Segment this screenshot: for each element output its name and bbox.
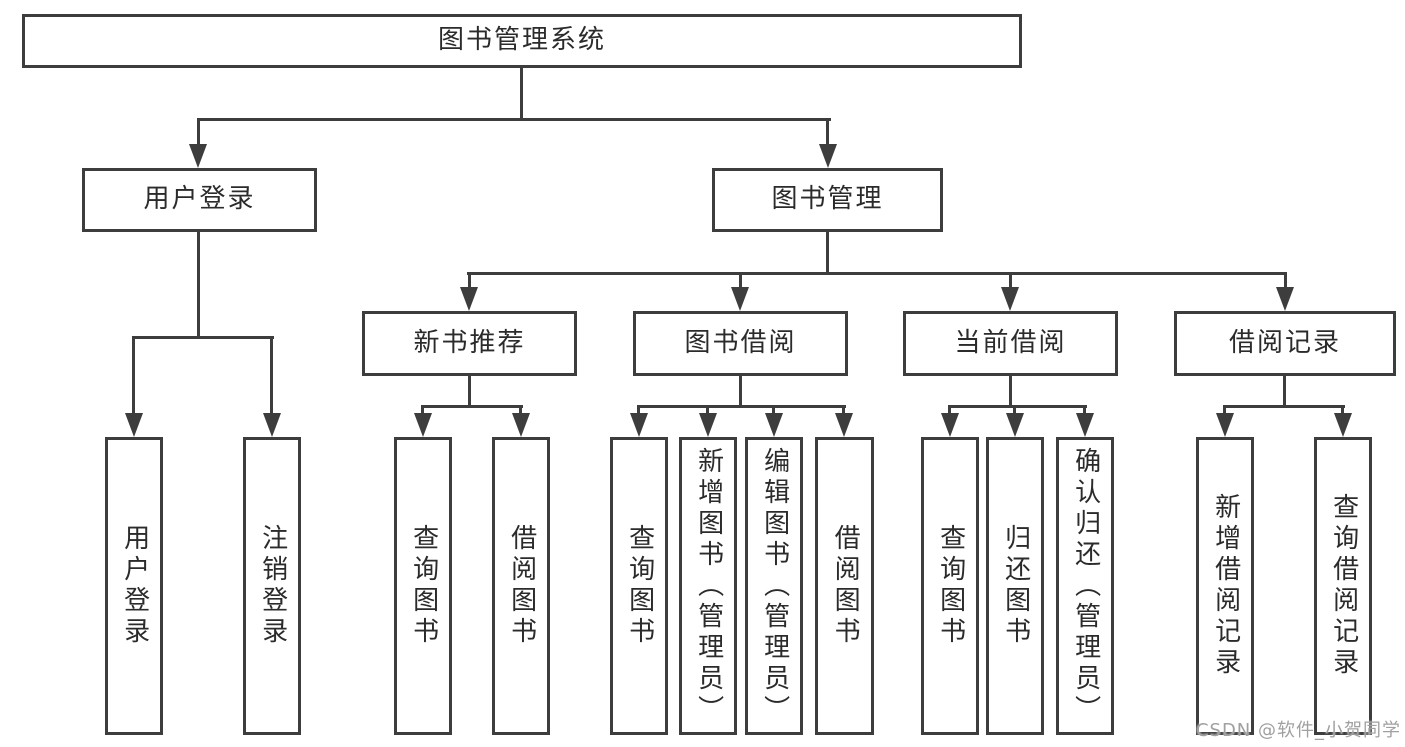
connector-line	[637, 405, 640, 416]
connector-line	[520, 68, 523, 120]
connector-line	[1013, 405, 1016, 416]
connector-line	[197, 118, 200, 146]
arrowhead-down-icon	[1006, 413, 1024, 437]
node-leaf-edit-book: 编辑图书（管理员）	[745, 437, 803, 735]
connector-line	[706, 405, 709, 416]
connector-line	[826, 118, 829, 146]
node-leaf-query-book-current: 查询图书	[921, 437, 979, 735]
node-leaf-query-book-borrow: 查询图书	[610, 437, 668, 735]
connector-line	[1083, 405, 1086, 416]
connector-line	[948, 405, 1087, 408]
connector-line	[519, 405, 522, 416]
connector-line	[842, 405, 845, 416]
arrowhead-down-icon	[414, 413, 432, 437]
arrowhead-down-icon	[1276, 287, 1294, 311]
connector-line	[1009, 376, 1012, 408]
node-leaf-user-login: 用户登录	[105, 437, 163, 735]
node-leaf-query-borrow-record: 查询借阅记录	[1314, 437, 1372, 735]
node-current-borrow: 当前借阅	[903, 311, 1118, 376]
connector-line	[1341, 405, 1344, 416]
connector-line	[1009, 272, 1012, 289]
node-book-borrow: 图书借阅	[633, 311, 848, 376]
node-leaf-confirm-return: 确认归还（管理员）	[1056, 437, 1114, 735]
node-leaf-query-book-recommend: 查询图书	[394, 437, 452, 735]
arrowhead-down-icon	[1076, 413, 1094, 437]
connector-line	[1223, 405, 1226, 416]
arrowhead-down-icon	[512, 413, 530, 437]
connector-line	[1284, 272, 1287, 289]
arrowhead-down-icon	[941, 413, 959, 437]
connector-line	[468, 376, 471, 408]
connector-line	[270, 336, 273, 415]
arrowhead-down-icon	[699, 413, 717, 437]
arrowhead-down-icon	[630, 413, 648, 437]
connector-line	[132, 336, 274, 339]
arrowhead-down-icon	[819, 144, 837, 168]
connector-line	[421, 405, 523, 408]
connector-line	[467, 272, 1287, 275]
node-new-book-recommend: 新书推荐	[362, 311, 577, 376]
arrowhead-down-icon	[731, 287, 749, 311]
connector-line	[1223, 405, 1345, 408]
connector-line	[948, 405, 951, 416]
node-root: 图书管理系统	[22, 14, 1022, 68]
arrowhead-down-icon	[125, 413, 143, 437]
connector-line	[421, 405, 424, 416]
connector-line	[132, 336, 135, 415]
node-leaf-borrow-book-recommend: 借阅图书	[492, 437, 550, 735]
connector-line	[739, 272, 742, 289]
connector-line	[1283, 376, 1286, 408]
connector-line	[637, 405, 846, 408]
connector-line	[468, 272, 471, 289]
connector-line	[826, 232, 829, 274]
node-borrow-records: 借阅记录	[1174, 311, 1396, 376]
node-leaf-logout: 注销登录	[243, 437, 301, 735]
node-book-management: 图书管理	[712, 168, 943, 232]
arrowhead-down-icon	[1334, 413, 1352, 437]
connector-line	[197, 118, 831, 121]
node-leaf-borrow-book: 借阅图书	[815, 437, 874, 735]
node-leaf-add-book: 新增图书（管理员）	[679, 437, 737, 735]
arrowhead-down-icon	[189, 144, 207, 168]
connector-line	[772, 405, 775, 416]
csdn-watermark: CSDN @软件_小贺同学	[1195, 720, 1401, 741]
arrowhead-down-icon	[765, 413, 783, 437]
node-user-login: 用户登录	[82, 168, 317, 232]
arrowhead-down-icon	[1216, 413, 1234, 437]
arrowhead-down-icon	[835, 413, 853, 437]
arrowhead-down-icon	[263, 413, 281, 437]
arrowhead-down-icon	[1001, 287, 1019, 311]
connector-line	[197, 232, 200, 338]
connector-line	[739, 376, 742, 408]
arrowhead-down-icon	[460, 287, 478, 311]
node-leaf-return-book: 归还图书	[986, 437, 1044, 735]
node-leaf-add-borrow-record: 新增借阅记录	[1196, 437, 1254, 735]
